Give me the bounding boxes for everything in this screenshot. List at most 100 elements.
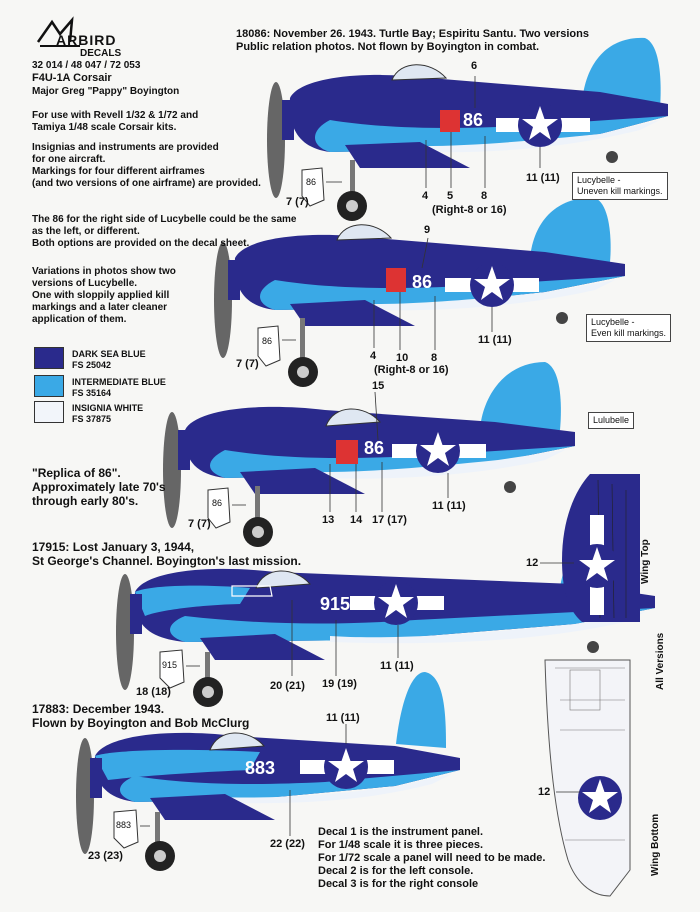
legend-name: INTERMEDIATE BLUE: [72, 377, 166, 387]
callout-8: 8: [431, 352, 438, 364]
swatch-intermediate-blue: [34, 375, 64, 397]
label-wing-top: Wing Top: [640, 539, 651, 584]
callout-13: 13: [322, 514, 335, 526]
callout-5: 5: [447, 190, 454, 202]
text-line: Insignias and instruments are provided: [32, 142, 219, 153]
callout-7: 7 (7): [236, 358, 259, 370]
aircraft-4-number: 915: [320, 594, 351, 614]
note-right-side: The 86 for the right side of Lucybelle c…: [32, 214, 297, 250]
brand-subtitle: DECALS: [80, 48, 122, 59]
aircraft-3-gear-tag: 86: [212, 498, 223, 508]
aircraft-5-gear-tag: 883: [116, 820, 132, 830]
callout-7: 7 (7): [188, 518, 211, 530]
text-line: 17915: Lost January 3, 1944,: [32, 540, 195, 554]
text-line: 18086: November 26. 1943. Turtle Bay; Es…: [236, 28, 589, 40]
catalog-numbers: 32 014 / 48 047 / 72 053: [32, 60, 141, 71]
text-line: 17883: December 1943.: [32, 702, 165, 716]
text-line: application of them.: [32, 314, 127, 325]
pilot-name: Major Greg "Pappy" Boyington: [32, 86, 180, 97]
text-line: Decal 2 is for the left console.: [318, 865, 474, 877]
warbird-logo: [36, 16, 80, 47]
note-replica: "Replica of 86". Approximately late 70's…: [32, 466, 166, 508]
aircraft-2-profile: [214, 197, 625, 387]
callout-22: 22 (22): [270, 838, 305, 850]
callout-8: 8: [481, 190, 488, 202]
legend-fs: FS 25042: [72, 360, 112, 370]
note-18086: 18086: November 26. 1943. Turtle Bay; Es…: [236, 28, 589, 54]
legend-dark-sea-blue: DARK SEA BLUE FS 25042: [72, 349, 146, 371]
callout-20: 20 (21): [270, 680, 305, 692]
callout-11: 11 (11): [526, 172, 560, 184]
text-line: Uneven kill markings.: [577, 186, 663, 196]
aircraft-1-gear-tag: 86: [306, 177, 317, 187]
text-line: Variations in photos show two: [32, 266, 176, 277]
legend-name: INSIGNIA WHITE: [72, 403, 144, 413]
text-line: Decal 1 is the instrument panel.: [318, 826, 484, 838]
legend-fs: FS 35164: [72, 388, 112, 398]
text-line: St George's Channel. Boyington's last mi…: [32, 554, 302, 568]
callout-17: 17 (17): [372, 514, 407, 526]
legend-insignia-white: INSIGNIA WHITE FS 37875: [72, 403, 143, 425]
callout-12-top: 12: [526, 557, 539, 569]
aircraft-1-number: 86: [463, 110, 484, 130]
aircraft-3-number: 86: [364, 438, 385, 458]
callout-9: 9: [424, 224, 431, 236]
label-all-versions: All Versions: [655, 632, 666, 690]
swatch-dark-sea-blue: [34, 347, 64, 369]
text-line: The 86 for the right side of Lucybelle c…: [32, 214, 297, 225]
kits-note: For use with Revell 1/32 & 1/72 and Tami…: [32, 110, 198, 134]
text-line: as the left, or different.: [32, 226, 140, 237]
text-line: Tamiya 1/48 scale Corsair kits.: [32, 122, 177, 133]
callout-4: 4: [370, 350, 377, 362]
text-line: For 1/48 scale it is three pieces.: [318, 839, 484, 851]
wing-top-view: [540, 474, 640, 622]
callout-11: 11 (11): [326, 712, 360, 724]
aircraft-4-gear-tag: 915: [162, 660, 178, 670]
text-line: Markings for four different airframes: [32, 166, 205, 177]
note-variations: Variations in photos show two versions o…: [32, 266, 176, 326]
callout-7: 7 (7): [286, 196, 309, 208]
callout-11: 11 (11): [432, 500, 466, 512]
callout-18: 18 (18): [136, 686, 171, 698]
text-line: markings and a later cleaner: [32, 302, 168, 313]
legend-name: DARK SEA BLUE: [72, 349, 146, 359]
label-lucybelle-even: Lucybelle - Even kill markings.: [586, 314, 672, 342]
text-line: for one aircraft.: [32, 154, 106, 165]
text-line: "Replica of 86".: [32, 466, 121, 480]
text-line: Approximately late 70's: [32, 480, 166, 494]
aircraft-5-number: 883: [245, 758, 276, 778]
callout-6: 6: [471, 60, 478, 72]
legend-fs: FS 37875: [72, 414, 112, 424]
text-line: For 1/72 scale a panel will need to be m…: [318, 852, 546, 864]
aircraft-5-profile: [76, 672, 460, 871]
aircraft-2-number: 86: [412, 272, 433, 292]
label-wing-bottom: Wing Bottom: [650, 813, 661, 876]
text-line: One with sloppily applied kill: [32, 290, 170, 301]
aircraft-3-profile: [163, 362, 575, 547]
note-decals: Decal 1 is the instrument panel. For 1/4…: [318, 826, 545, 891]
text-line: Lucybelle -: [577, 175, 621, 185]
callout-14: 14: [350, 514, 363, 526]
callout-15: 15: [372, 380, 385, 392]
aircraft-1-profile: [267, 37, 668, 221]
text-line: Flown by Boyington and Bob McClurg: [32, 716, 250, 730]
note-17883: 17883: December 1943. Flown by Boyington…: [32, 702, 249, 730]
text-line: Both options are provided on the decal s…: [32, 238, 250, 249]
model-name: F4U-1A Corsair: [32, 72, 112, 84]
callout-19: 19 (19): [322, 678, 357, 690]
callout-right-8-16: (Right-8 or 16): [374, 364, 449, 376]
swatch-insignia-white: [34, 401, 64, 423]
text-line: Even kill markings.: [591, 328, 667, 338]
insignia-note: Insignias and instruments are provided f…: [32, 142, 261, 190]
wing-bottom-view: [544, 659, 631, 897]
callout-4: 4: [422, 190, 429, 202]
text-line: through early 80's.: [32, 494, 139, 508]
callout-11: 11 (11): [380, 660, 414, 672]
text-line: versions of Lucybelle.: [32, 278, 138, 289]
label-lucybelle-uneven: Lucybelle - Uneven kill markings.: [572, 172, 668, 200]
aircraft-2-gear-tag: 86: [262, 336, 273, 346]
text-line: Lucybelle -: [591, 317, 635, 327]
callout-11: 11 (11): [478, 334, 512, 346]
text-line: Decal 3 is for the right console: [318, 878, 479, 890]
